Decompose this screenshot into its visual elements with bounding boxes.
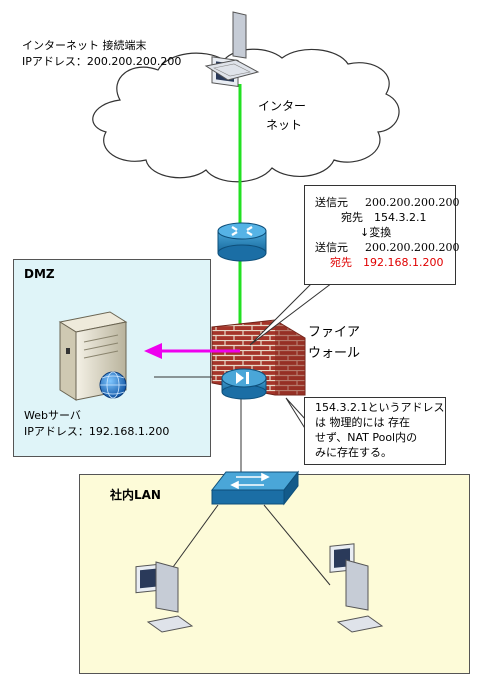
- internet-cloud-label-line1: インター: [258, 99, 307, 113]
- nat-dst-before: 宛先 154.3.2.1: [341, 211, 427, 224]
- link-switch-pc-right: [263, 504, 331, 586]
- pool-callout-pointer: [285, 397, 307, 432]
- dmz-title: DMZ: [24, 267, 55, 281]
- internet-cloud-label-line2: ネット: [266, 118, 303, 132]
- firewall-device-icon: [221, 368, 267, 400]
- nat-dst-after: 宛先 192.168.1.200: [330, 256, 444, 269]
- internet-terminal-label: インターネット 接続端末: [22, 39, 147, 52]
- nat-forward-arrow: [144, 343, 240, 359]
- nat-src-after-ip: 200.200.200.200: [365, 241, 460, 254]
- nat-src-before-ip: 200.200.200.200: [365, 196, 460, 209]
- pool-callout-line2: は 物理的には 存在: [315, 416, 410, 429]
- pool-callout-box: 154.3.2.1というアドレス は 物理的には 存在 せず、NAT Pool内…: [304, 397, 446, 465]
- pool-callout-line1: 154.3.2.1というアドレス: [315, 401, 445, 414]
- router-icon: [217, 222, 267, 262]
- firewall-label-line2: ウォール: [308, 346, 361, 361]
- lan-switch-icon: [210, 470, 300, 506]
- nat-convert-label: ↓変換: [360, 226, 392, 239]
- web-server-icon: [58, 311, 128, 401]
- firewall-label-line1: ファイア: [308, 325, 361, 340]
- nat-callout-box: 送信元 200.200.200.200 宛先 154.3.2.1 ↓変換 送信元…: [304, 185, 460, 285]
- lan-pc-left-icon: [135, 561, 194, 633]
- pool-callout-line3: せず、NAT Pool内の: [315, 431, 418, 444]
- nat-src-after-label: 送信元: [315, 241, 348, 254]
- web-server-ip: IPアドレス：192.168.1.200: [24, 425, 170, 438]
- internet-terminal-ip: IPアドレス：200.200.200.200: [22, 55, 182, 68]
- lan-title: 社内LAN: [110, 488, 161, 502]
- web-server-name: Webサーバ: [24, 409, 81, 422]
- pool-callout-line4: みに存在する。: [315, 446, 392, 459]
- lan-pc-right-icon: [329, 543, 384, 633]
- internet-terminal-pc-icon: [204, 11, 260, 88]
- nat-src-before-label: 送信元: [315, 196, 348, 209]
